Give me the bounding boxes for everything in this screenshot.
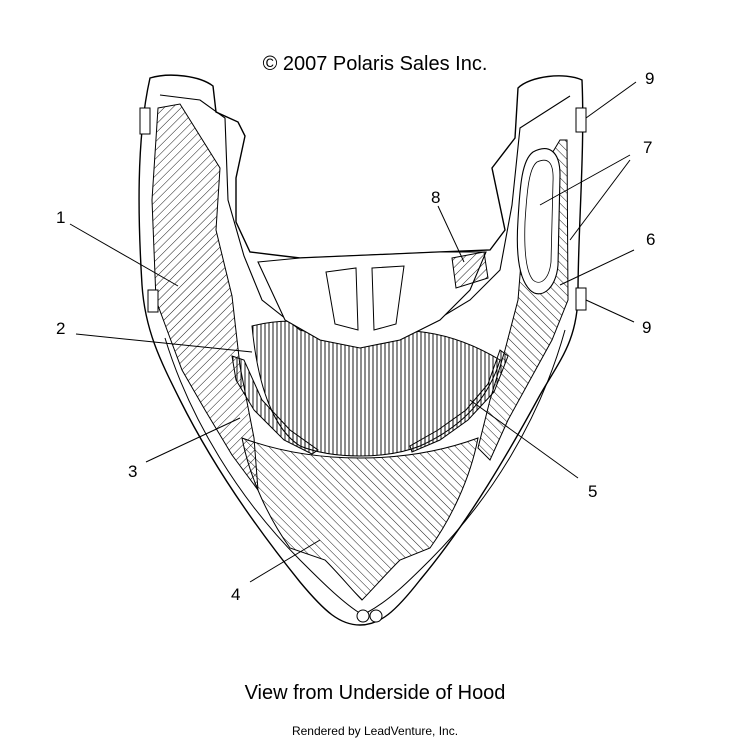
hood-contour-right — [367, 329, 566, 613]
leader-2 — [75, 333, 253, 353]
callout-3: 3 — [128, 462, 137, 481]
leader-9b — [585, 299, 635, 323]
callout-4: 4 — [231, 585, 240, 604]
diagram-caption: View from Underside of Hood — [244, 682, 506, 704]
hood-contour-left — [164, 337, 359, 613]
copyright-notice: © 2007 Polaris Sales Inc. — [262, 53, 488, 75]
leader-3 — [145, 417, 241, 463]
nose-light-right — [369, 609, 383, 623]
callout-9-lower: 9 — [642, 318, 651, 337]
leader-9a — [585, 81, 637, 119]
callout-7: 7 — [643, 138, 652, 157]
callout-2: 2 — [56, 319, 65, 338]
grille-slot-left — [325, 267, 359, 331]
left-clip-lower — [147, 289, 159, 313]
hood-grille — [257, 251, 487, 349]
part-7-oval-inner — [524, 159, 554, 283]
callout-5: 5 — [588, 482, 597, 501]
part-7-oval-window — [516, 148, 561, 295]
part-4-nose-decal — [241, 437, 479, 601]
rendered-by-credit: Rendered by LeadVenture, Inc. — [291, 724, 459, 738]
grille-slot-right — [371, 265, 405, 331]
callout-6: 6 — [646, 230, 655, 249]
callout-8: 8 — [431, 188, 440, 207]
leader-5 — [469, 399, 579, 479]
leader-8 — [437, 205, 465, 263]
leader-6 — [559, 249, 635, 286]
leader-1 — [69, 223, 179, 287]
part-8-grille-decal — [451, 251, 489, 289]
leader-7a — [539, 154, 631, 206]
left-clip-upper — [139, 107, 151, 135]
callout-9-upper: 9 — [645, 69, 654, 88]
leader-4 — [249, 539, 321, 583]
callout-1: 1 — [56, 208, 65, 227]
part-9-clip-lower — [575, 287, 587, 311]
leader-7b — [569, 159, 631, 241]
part-9-clip-upper — [575, 107, 587, 133]
nose-light-left — [356, 609, 370, 623]
